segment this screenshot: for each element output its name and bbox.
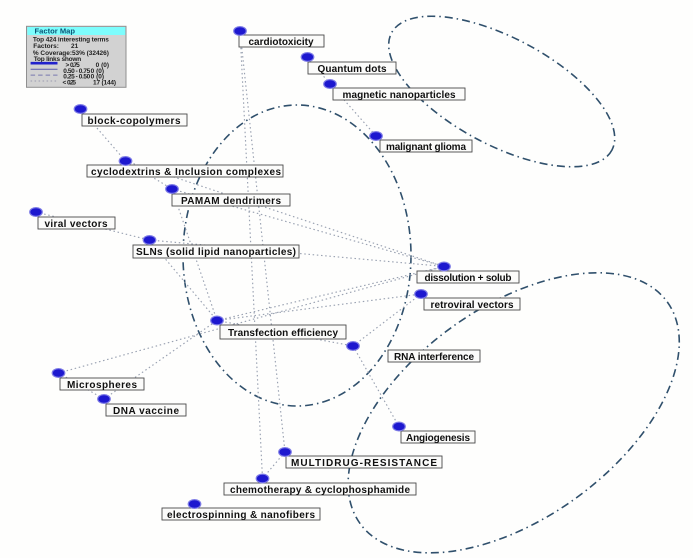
svg-text:retroviral vectors: retroviral vectors — [431, 300, 514, 311]
svg-text:malignant glioma: malignant glioma — [386, 142, 466, 153]
svg-text:0 (0): 0 (0) — [91, 68, 105, 75]
svg-text:Top links shown: Top links shown — [34, 56, 82, 63]
svg-text:MULTIDRUG-RESISTANCE: MULTIDRUG-RESISTANCE — [291, 458, 437, 469]
svg-text:17 (144): 17 (144) — [93, 80, 116, 87]
svg-text:Factor Map: Factor Map — [35, 27, 76, 36]
svg-text:PAMAM dendrimers: PAMAM dendrimers — [181, 196, 281, 207]
svg-text:DNA vaccine: DNA vaccine — [113, 406, 179, 417]
svg-text:Top 424 interesting terms: Top 424 interesting terms — [33, 37, 109, 44]
svg-text:electrospinning & nanofibers: electrospinning & nanofibers — [167, 510, 315, 521]
svg-text:Microspheres: Microspheres — [67, 380, 137, 391]
svg-text:SLNs (solid lipid nanoparticle: SLNs (solid lipid nanoparticles) — [136, 247, 296, 258]
svg-text:0 (0): 0 (0) — [91, 74, 105, 81]
svg-text:chemotherapy & cyclophosphamid: chemotherapy & cyclophosphamide — [230, 485, 410, 496]
svg-text:<: < — [63, 80, 67, 87]
svg-text:0.25: 0.25 — [67, 80, 76, 87]
svg-text:% Coverage:53% (32426): % Coverage:53% (32426) — [33, 50, 109, 57]
svg-text:RNA interference: RNA interference — [394, 352, 474, 363]
svg-text:>: > — [66, 62, 70, 69]
svg-text:Quantum dots: Quantum dots — [318, 64, 387, 75]
svg-text:21: 21 — [71, 43, 79, 50]
svg-text:Factors:: Factors: — [33, 43, 59, 50]
svg-text:viral vectors: viral vectors — [45, 219, 108, 230]
svg-text:block-copolymers: block-copolymers — [88, 116, 181, 127]
svg-text:0.50 - 0.75: 0.50 - 0.75 — [63, 68, 90, 75]
svg-text:Transfection efficiency: Transfection efficiency — [228, 328, 338, 339]
svg-text:cardiotoxicity: cardiotoxicity — [249, 37, 314, 48]
svg-text:0.25 - 0.50: 0.25 - 0.50 — [63, 74, 90, 81]
svg-text:magnetic nanoparticles: magnetic nanoparticles — [343, 90, 456, 101]
svg-text:Angiogenesis: Angiogenesis — [406, 433, 470, 444]
svg-text:dissolution + solub: dissolution + solub — [425, 273, 512, 284]
svg-text:0.75: 0.75 — [70, 62, 80, 69]
svg-text:0 (0): 0 (0) — [96, 62, 110, 69]
svg-text:cyclodextrins & Inclusion comp: cyclodextrins & Inclusion complexes — [91, 167, 281, 178]
